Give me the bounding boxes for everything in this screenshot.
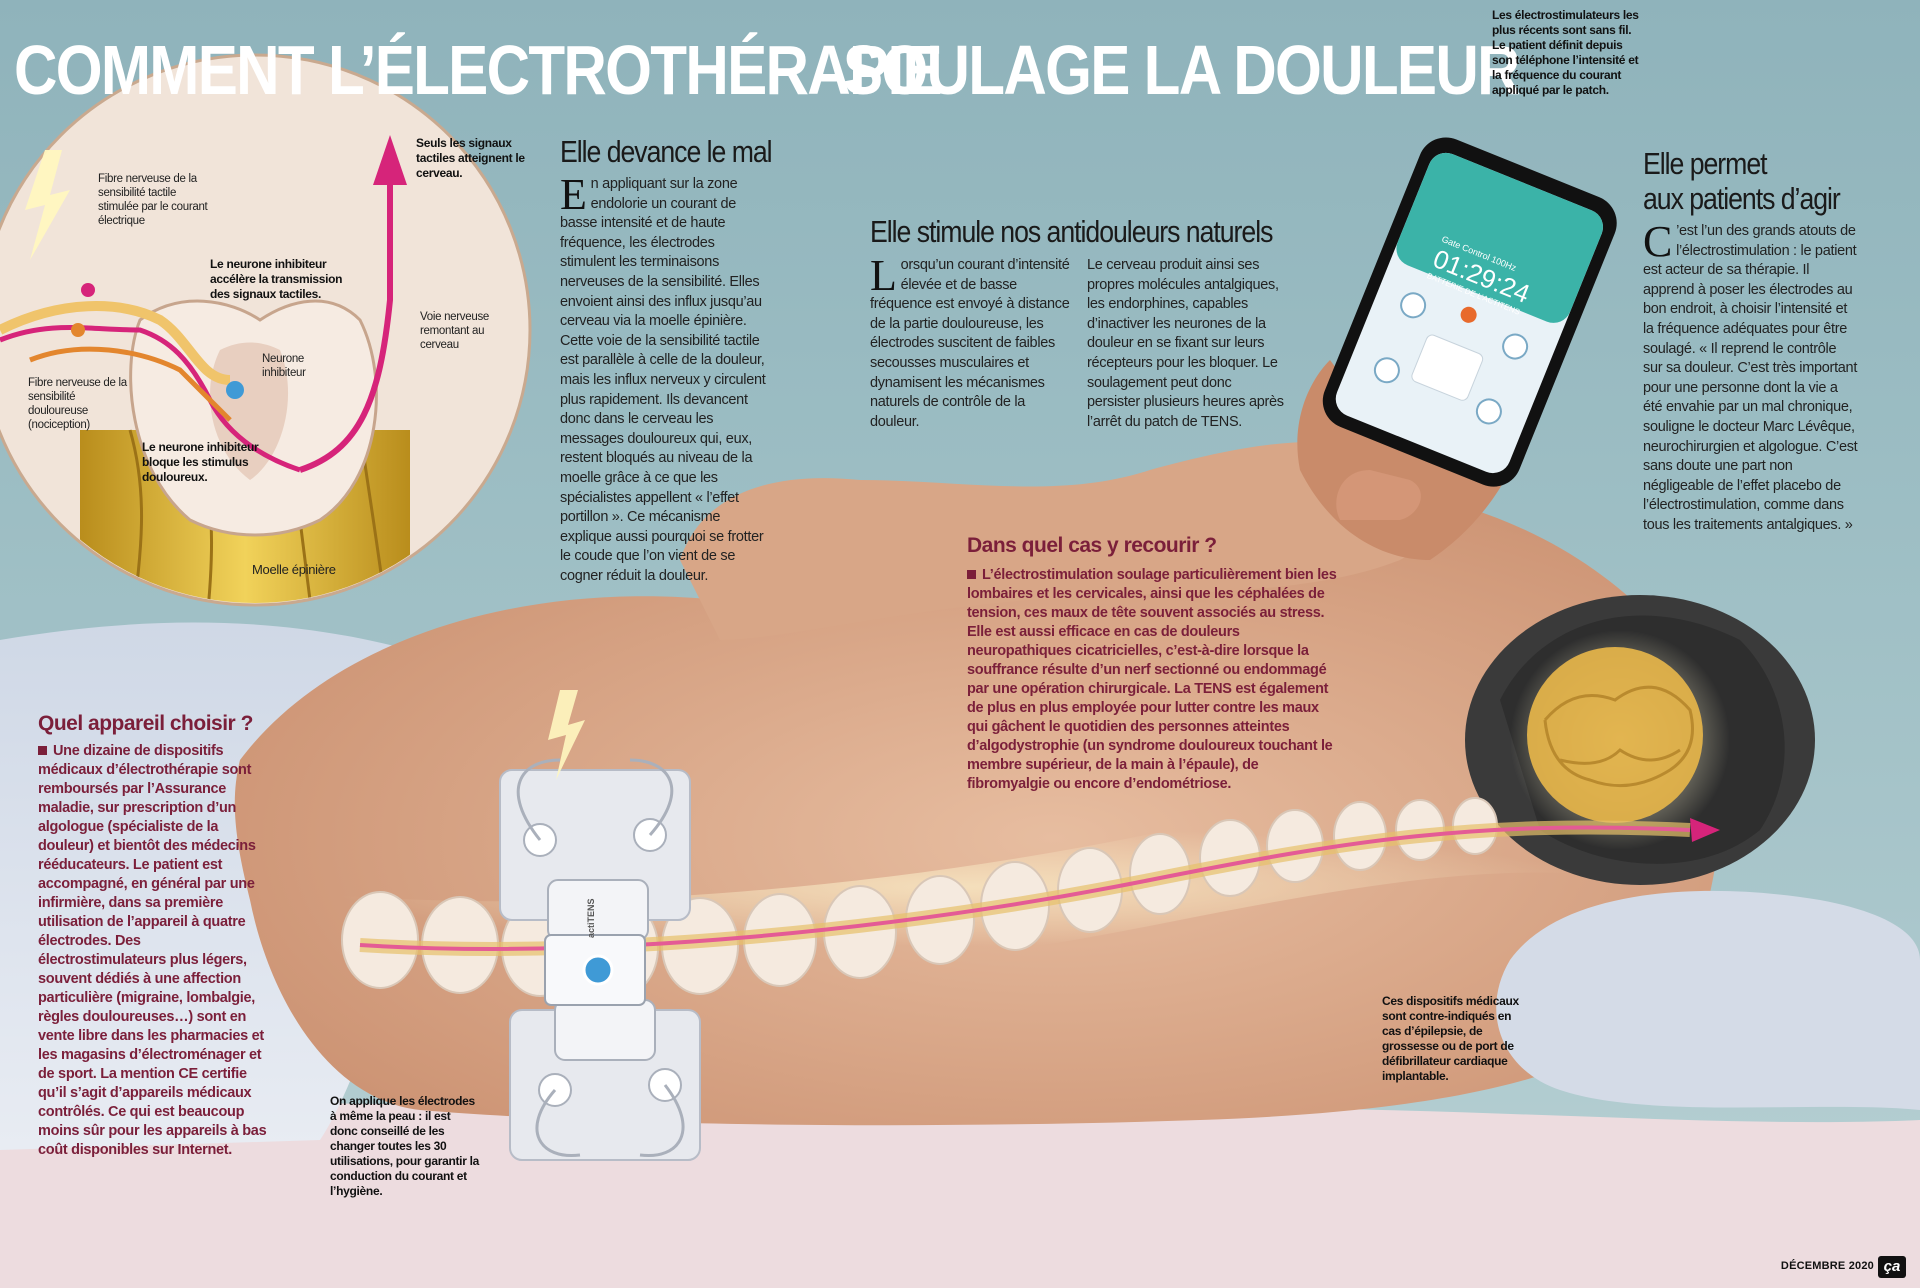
heading-devance: Elle devance le mal: [560, 134, 773, 169]
patient-arm: [680, 441, 1434, 640]
text-recourir-body: L’électrostimulation soulage particulièr…: [967, 567, 1337, 792]
heading-stimule: Elle stimule nos antidouleurs naturels: [870, 214, 1273, 249]
heading-appareil: Quel appareil choisir ?: [38, 712, 253, 735]
pillow: [1496, 890, 1920, 1110]
bullet-square: [38, 746, 47, 755]
contra-caption: Ces dispositifs médicaux sont contre-ind…: [1382, 994, 1519, 1083]
page-title-part1: COMMENT L’ÉLECTROTHÉRAPIE: [14, 31, 943, 109]
dropcap-c: C: [1643, 217, 1673, 266]
bed-sheet: [0, 1102, 1920, 1288]
label-neurone-accelere: Le neurone inhibiteur accélère la transm…: [210, 257, 343, 301]
spinal-cord-diagram: [0, 53, 532, 607]
ascending-arrowhead: [373, 135, 407, 185]
lightning-bolt: [25, 150, 70, 260]
tens-device: [499, 690, 701, 1161]
text-stimule-col2: Le cerveau produit ainsi ses propres mol…: [1087, 257, 1284, 430]
bullet-square: [967, 570, 976, 579]
magazine-logo: ça: [1878, 1256, 1906, 1278]
issue-date: DÉCEMBRE 2020: [1780, 1260, 1874, 1272]
label-fibre-tactile: Fibre nerveuse de la sensibilité tactile…: [98, 173, 208, 227]
dropcap-l: L: [870, 251, 897, 300]
label-fibre-douleur: Fibre nerveuse de la sensibilité doulour…: [28, 377, 127, 431]
label-signaux: Seuls les signaux tactiles atteignent le…: [416, 136, 525, 180]
text-stimule-col1-body: orsqu’un courant d’intensité élevée et d…: [870, 257, 1070, 430]
brain: [1527, 647, 1703, 823]
label-neurone-inhibiteur: Neurone inhibiteur: [262, 353, 306, 379]
heading-recourir: Dans quel cas y recourir ?: [967, 534, 1217, 557]
phone-caption: Les électrostimulateurs les plus récents…: [1492, 8, 1639, 97]
page-title-part2: SOULAGE LA DOULEUR: [843, 31, 1521, 109]
hand-with-phone: [1297, 137, 1617, 560]
dropcap-e: E: [560, 170, 587, 219]
label-moelle: Moelle épinière: [252, 562, 336, 577]
electrode-caption: On applique les électrodes à même la pea…: [330, 1094, 480, 1198]
text-agir: C’est l’un des grands atouts de l’électr…: [1643, 217, 1858, 536]
text-agir-body: ’est l’un des grands atouts de l’électro…: [1643, 223, 1858, 533]
text-devance-body: n appliquant sur la zone endolorie un co…: [560, 176, 766, 584]
device-label: actiTENS: [586, 898, 596, 938]
heading-agir-2: aux patients d’agir: [1643, 181, 1841, 216]
label-bloque: Le neurone inhibiteur bloque les stimulu…: [142, 440, 259, 484]
label-voie-nerveuse: Voie nerveuse remontant au cerveau: [420, 311, 489, 351]
text-appareil: Une dizaine de dispositifs médicaux d’él…: [38, 742, 268, 1160]
text-recourir: L’électrostimulation soulage particulièr…: [967, 566, 1337, 794]
signal-arrowhead: [1690, 818, 1720, 842]
heading-agir-1: Elle permet: [1643, 146, 1768, 181]
text-appareil-body: Une dizaine de dispositifs médicaux d’él…: [38, 743, 267, 1158]
